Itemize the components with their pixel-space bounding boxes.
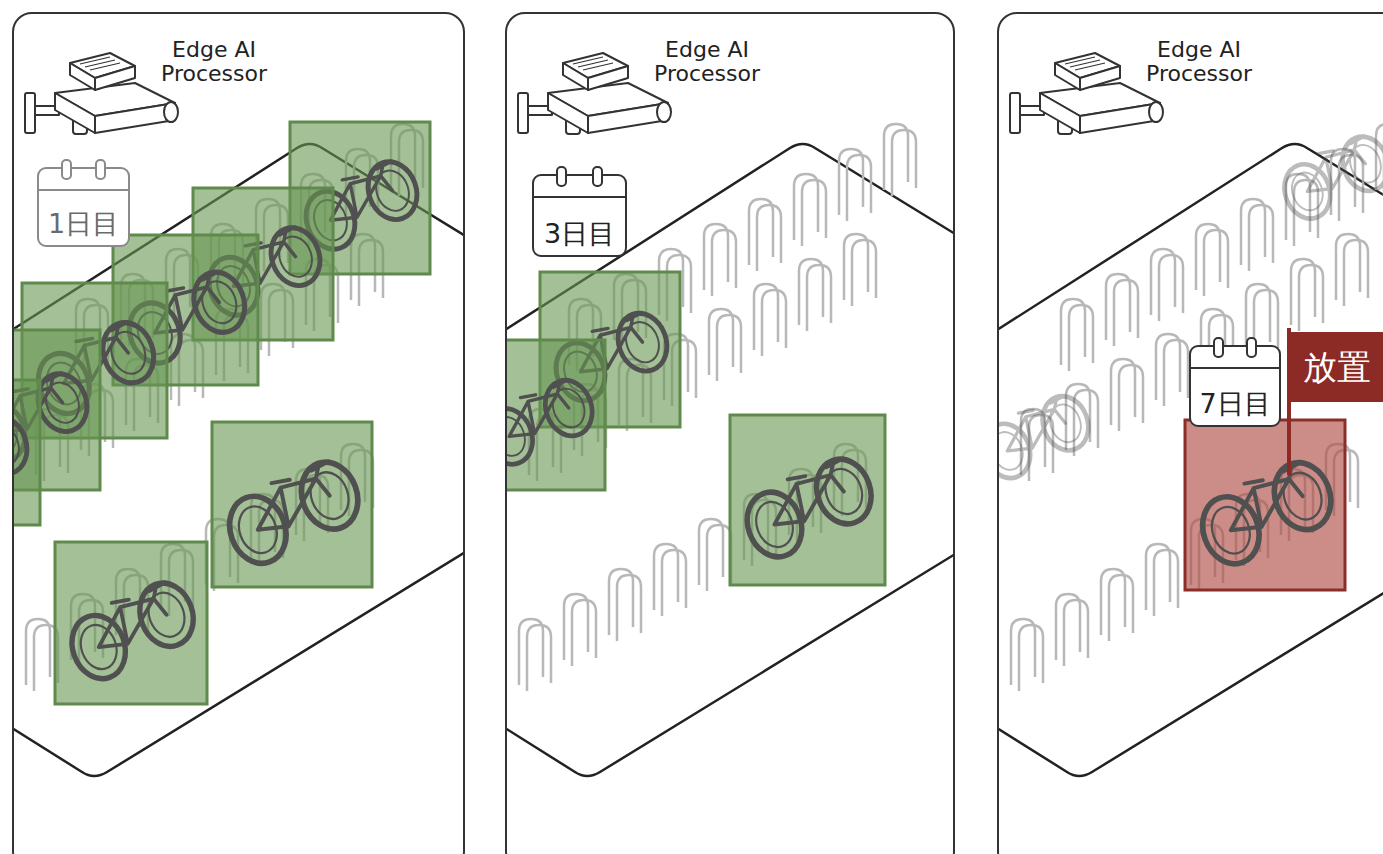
camera-icon	[1010, 53, 1163, 134]
detection-box	[212, 422, 372, 587]
detection-box	[12, 380, 40, 525]
flag-label: 放置	[1303, 350, 1371, 384]
calendar-ring	[556, 166, 567, 187]
abandoned-box	[1185, 420, 1345, 590]
calendar-ring	[592, 166, 603, 187]
day-label: 1日目	[39, 209, 128, 239]
panel-scene	[12, 53, 465, 776]
bike	[1277, 130, 1383, 225]
calendar-icon: 3日目	[532, 174, 627, 257]
detection-box	[730, 415, 885, 585]
scene-panel: Edge AI Processor 3日目	[505, 12, 955, 854]
calendar-ring	[1246, 337, 1257, 358]
panel-scene	[505, 53, 955, 776]
processor-label: Edge AI Processor	[154, 38, 274, 86]
day-label: 7日目	[1191, 389, 1279, 419]
camera-icon	[25, 53, 178, 134]
calendar-icon: 1日目	[37, 167, 130, 247]
processor-label: Edge AI Processor	[1139, 38, 1259, 86]
scene-panel: Edge AI Processor 1日目	[12, 12, 465, 854]
status-flag: 放置	[1289, 332, 1383, 402]
panel-scene	[997, 53, 1383, 776]
calendar-ring	[61, 159, 72, 180]
calendar-icon: 7日目	[1189, 345, 1281, 427]
processor-label: Edge AI Processor	[647, 38, 767, 86]
platform	[997, 144, 1383, 776]
calendar-ring	[1213, 337, 1224, 358]
scene-panel: Edge AI Processor 7日目放置	[997, 12, 1383, 854]
day-label: 3日目	[534, 219, 625, 249]
detection-box	[55, 542, 207, 704]
bike	[997, 390, 1096, 485]
detection-box	[505, 340, 605, 490]
calendar-ring	[95, 159, 106, 180]
camera-icon	[518, 53, 671, 134]
